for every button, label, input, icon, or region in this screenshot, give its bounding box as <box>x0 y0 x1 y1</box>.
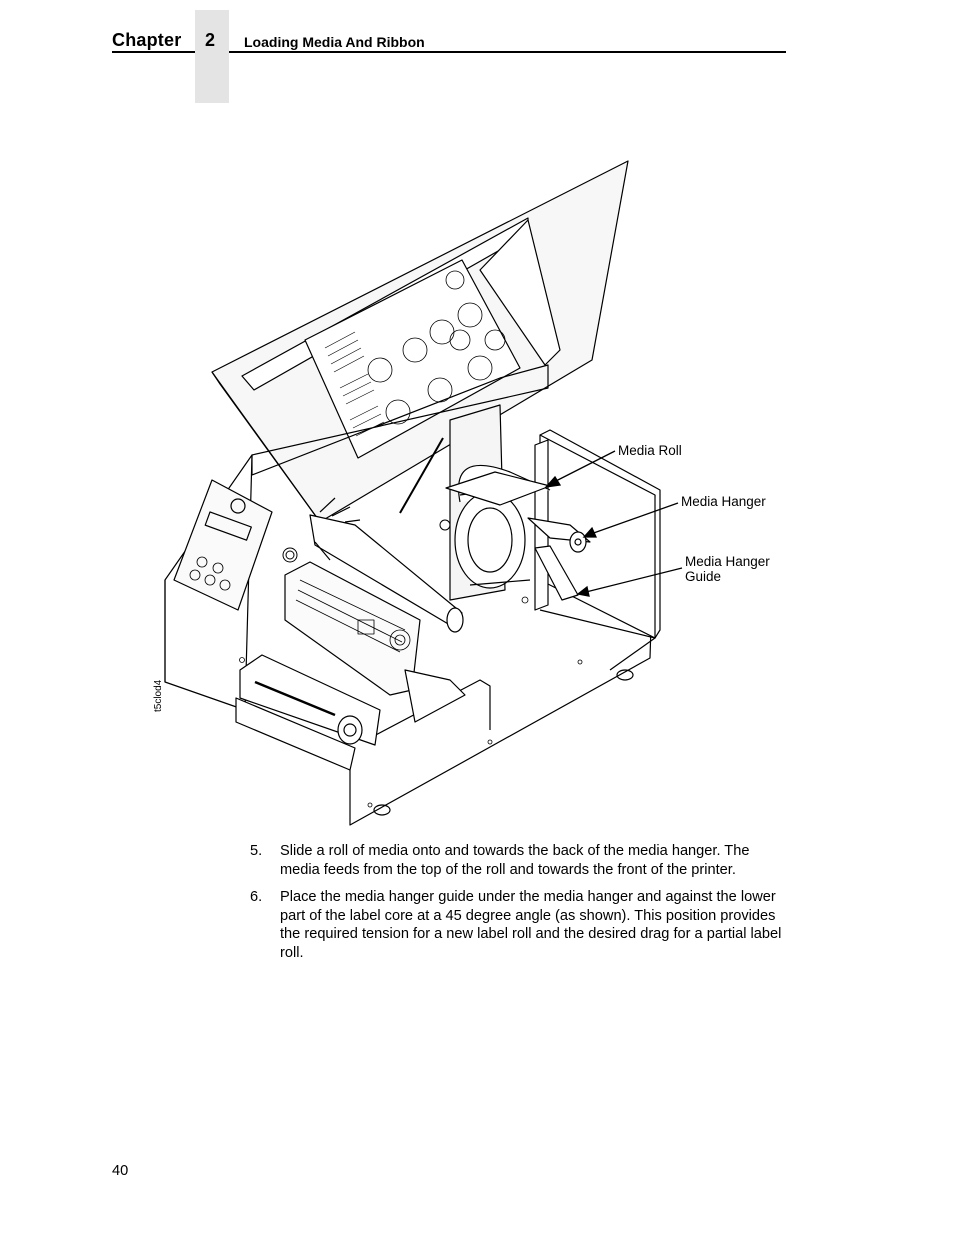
media-roll-drawing <box>445 464 551 589</box>
step-text: Slide a roll of media onto and towards t… <box>280 843 750 878</box>
media-hanger-leader <box>587 502 679 536</box>
media-roll-leader <box>549 450 616 485</box>
step-text: Place the media hanger guide under the m… <box>280 889 782 961</box>
step-item: 6. Place the media hanger guide under th… <box>250 888 790 962</box>
header-rule-left <box>112 51 195 53</box>
printer-illustration <box>164 160 683 826</box>
step-number: 5. <box>250 843 263 859</box>
lid-instruction-label <box>304 259 521 459</box>
callout-media-hanger-guide-line1: Media Hanger <box>685 554 770 569</box>
page-number: 40 <box>112 1163 129 1179</box>
callout-media-hanger: Media Hanger <box>681 494 766 509</box>
step-number: 6. <box>250 889 263 905</box>
header-rule-right <box>229 51 786 53</box>
callout-media-hanger-guide: Media Hanger Guide <box>685 554 770 584</box>
media-hanger-guide-drawing <box>534 545 579 601</box>
chapter-tab <box>195 10 229 103</box>
chapter-title: Loading Media And Ribbon <box>244 34 425 50</box>
callout-media-hanger-guide-line2: Guide <box>685 569 722 584</box>
instruction-steps: 5. Slide a roll of media onto and toward… <box>250 842 790 971</box>
chapter-number: 2 <box>205 30 216 50</box>
step-item: 5. Slide a roll of media onto and toward… <box>250 842 790 879</box>
figure-id: t5clod4 <box>153 679 164 712</box>
chapter-label: Chapter <box>112 30 182 50</box>
media-hanger-guide-leader <box>581 567 683 594</box>
ribbon-spindle <box>309 497 464 633</box>
callout-media-roll: Media Roll <box>618 443 682 458</box>
control-panel <box>173 479 273 611</box>
